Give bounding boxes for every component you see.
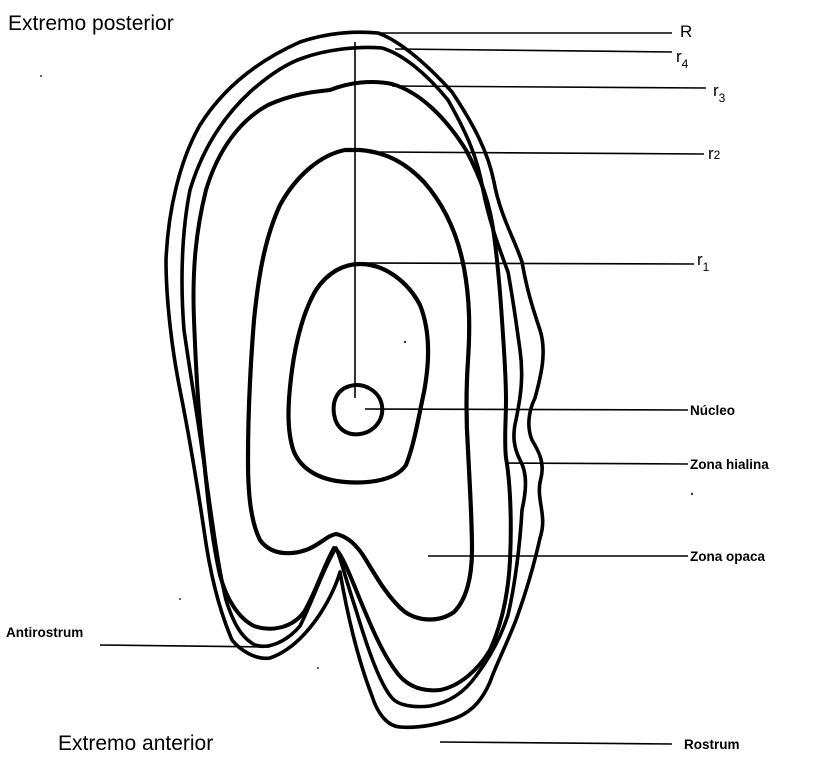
label-rostrum: Rostrum [684,737,740,752]
speck [40,75,42,77]
leader-line-r4 [395,49,672,52]
label-nucleo: Núcleo [690,403,735,418]
label-r2: r2 [708,144,721,163]
speck [404,341,406,343]
label-zona-hialina: Zona hialina [690,457,769,472]
speck [691,493,693,495]
label-r4: r4 [676,47,689,71]
label-r1: r1 [697,250,710,274]
leader-line-zona-hialina [505,463,688,464]
label-extremo-anterior: Extremo anterior [58,732,213,755]
label-r3: r3 [713,81,726,105]
otolith-ring-r1 [289,264,429,482]
leader-line-nucleo [365,409,688,410]
speck [179,598,181,600]
label-zona-opaca: Zona opaca [690,549,766,564]
label-antirostrum: Antirostrum [6,625,83,640]
leader-line-r2 [380,152,704,154]
label-R: R [680,22,692,41]
label-extremo-posterior: Extremo posterior [8,12,174,35]
leader-line-rostrum [440,742,672,744]
leader-line-r1 [360,263,694,264]
leader-line-antirostrum [100,645,270,647]
speck [317,667,319,669]
